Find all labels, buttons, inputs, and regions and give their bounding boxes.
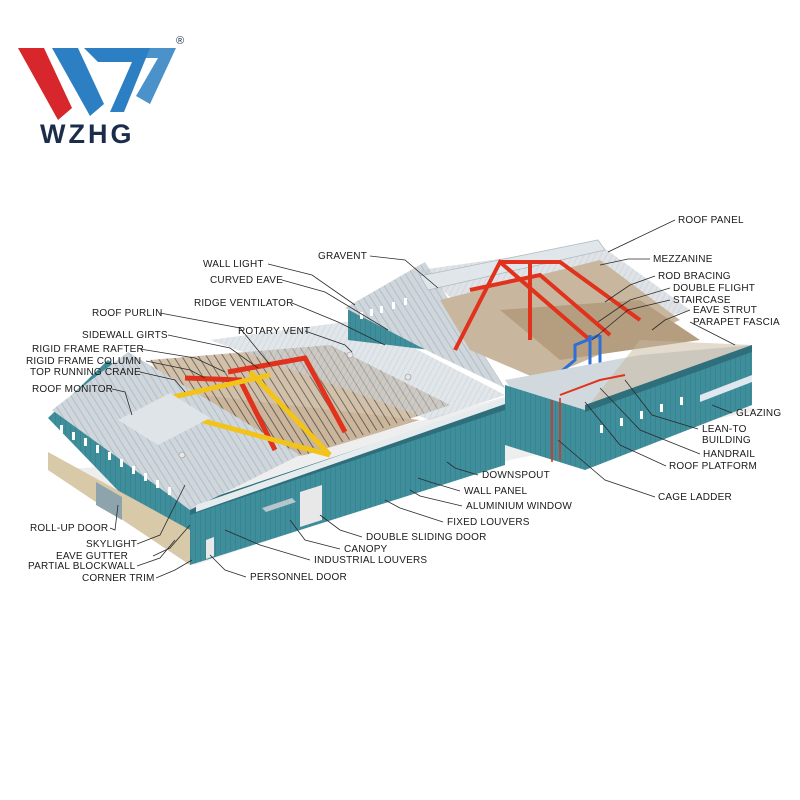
steel-building-illustration: [48, 239, 760, 565]
rotary-vent-1: [346, 351, 354, 359]
label-roof-monitor: ROOF MONITOR: [32, 384, 113, 395]
label-curved-eave: CURVED EAVE: [210, 275, 283, 286]
label-rigid-frame-column: RIGID FRAME COLUMN: [26, 356, 141, 367]
label-rotary-vent: ROTARY VENT: [238, 326, 310, 337]
logo-blue-stroke-1: [52, 48, 104, 116]
rigid-frame-2: [227, 355, 348, 434]
label-roll-up-door: ROLL-UP DOOR: [30, 523, 108, 534]
handrail-shape: [559, 374, 626, 396]
label-rod-bracing: ROD BRACING: [658, 271, 731, 282]
label-partial-blockwall: PARTIAL BLOCKWALL: [28, 561, 136, 572]
label-double-flight: DOUBLE FLIGHT: [673, 283, 755, 294]
wall-windows: [60, 298, 683, 495]
label-double-sliding-door: DOUBLE SLIDING DOOR: [366, 532, 487, 543]
gravent-shape: [419, 239, 606, 291]
canopy-shape: [262, 498, 296, 512]
label-roof-purlin: ROOF PURLIN: [92, 308, 163, 319]
main-roof-right: [210, 320, 505, 420]
label-wall-light: WALL LIGHT: [203, 259, 264, 270]
label-parapet-fascia: PARAPET FASCIA: [693, 317, 780, 328]
personnel-door-shape: [206, 537, 214, 559]
label-gravent: GRAVENT: [318, 251, 367, 262]
label-eave-strut: EAVE STRUT: [693, 305, 757, 316]
label-cage-ladder: CAGE LADDER: [658, 492, 732, 503]
roll-up-door-shape: [96, 482, 122, 520]
tall-rigid-frames: [453, 258, 642, 351]
label-glazing: GLAZING: [736, 408, 781, 419]
label-roof-platform: ROOF PLATFORM: [669, 461, 757, 472]
logo-blue-stroke-2: [84, 48, 150, 112]
label-sidewall-girts: SIDEWALL GIRTS: [82, 330, 168, 341]
tall-roof-left: [345, 262, 505, 388]
top-running-crane-shape: [159, 370, 332, 458]
label-corner-trim: CORNER TRIM: [82, 573, 155, 584]
lean-to-end-wall: [505, 385, 585, 470]
brand-name: WZHG: [40, 119, 134, 149]
registered-mark: ®: [176, 35, 184, 47]
label-industrial-louvers: INDUSTRIAL LOUVERS: [314, 555, 427, 566]
label-aluminium-window: ALUMINIUM WINDOW: [466, 501, 572, 512]
label-fixed-louvers: FIXED LOUVERS: [447, 517, 530, 528]
label-rigid-frame-rafter: RIGID FRAME RAFTER: [32, 344, 144, 355]
label-wall-panel: WALL PANEL: [464, 486, 528, 497]
ridge-vent-strip: [196, 398, 505, 512]
double-sliding-door-shape: [300, 485, 322, 527]
lean-to-parapet: [585, 345, 752, 412]
label-mezzanine: MEZZANINE: [653, 254, 713, 265]
rotary-vent-3: [178, 451, 186, 459]
label-building: BUILDING: [702, 435, 751, 446]
label-top-running-crane: TOP RUNNING CRANE: [30, 367, 141, 378]
label-roof-panel: ROOF PANEL: [678, 215, 744, 226]
wzhg-logo: ® WZHG: [18, 35, 184, 149]
label-downspout: DOWNSPOUT: [482, 470, 550, 481]
label-lean-to: LEAN-TO: [702, 424, 747, 435]
main-front-wall: [190, 400, 505, 565]
lean-to-front-wall: [585, 350, 752, 470]
label-ridge-ventilator: RIDGE VENTILATOR: [194, 298, 294, 309]
glazing-strip: [700, 375, 752, 402]
logo-blue-stroke-3: [120, 48, 176, 104]
logo-red-stroke: [18, 48, 72, 120]
label-skylight: SKYLIGHT: [86, 539, 137, 550]
label-personnel-door: PERSONNEL DOOR: [250, 572, 347, 583]
leader-lines: [109, 219, 736, 579]
cage-ladder-shape: [551, 398, 561, 462]
label-eave-gutter: EAVE GUTTER: [56, 551, 128, 562]
roof-monitor-shape: [118, 393, 210, 445]
label-canopy: CANOPY: [344, 544, 388, 555]
label-handrail: HANDRAIL: [703, 449, 755, 460]
label-staircase: STAIRCASE: [673, 295, 731, 306]
callout-labels: ROOF PANEL GRAVENT MEZZANINE WALL LIGHT …: [26, 215, 781, 584]
rotary-vent-2: [404, 373, 412, 381]
